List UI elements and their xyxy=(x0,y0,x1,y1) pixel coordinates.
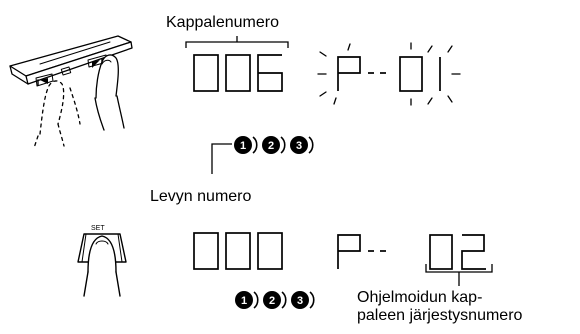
display-row2 xyxy=(193,232,486,270)
track-number-label: Kappalenumero xyxy=(166,14,279,31)
blink-indicator-rays xyxy=(317,42,461,106)
svg-text:2: 2 xyxy=(268,140,274,152)
disc-indicator-row2-1: 1 xyxy=(235,291,259,309)
disc-indicator-row1-3: 3 xyxy=(290,136,314,154)
disc-number-label: Levyn numero xyxy=(150,188,252,205)
digit-row2-0b xyxy=(225,232,251,270)
svg-text:3: 3 xyxy=(297,295,303,307)
digit-row1-6 xyxy=(257,54,283,92)
digit-row2-0a xyxy=(193,232,219,270)
digit-row1-0 xyxy=(193,54,219,92)
digit-row2-0c xyxy=(257,232,283,270)
svg-text:1: 1 xyxy=(240,140,246,152)
disc-number-leader-line xyxy=(211,143,232,174)
center-button-icon xyxy=(60,66,72,76)
svg-text:3: 3 xyxy=(296,140,302,152)
program-order-label-line2: paleen järjestysnumero xyxy=(357,307,523,324)
digit-row1-0 xyxy=(225,54,251,92)
digit-row2-program-0 xyxy=(429,234,453,270)
svg-text:1: 1 xyxy=(241,295,247,307)
program-order-label-line1: Ohjelmoidun kap- xyxy=(357,289,483,306)
previous-skip-icon xyxy=(35,73,54,87)
svg-text:2: 2 xyxy=(269,295,275,307)
disc-indicator-row1-2: 2 xyxy=(262,136,286,154)
preset-button-illustration xyxy=(9,35,133,149)
program-p-row2 xyxy=(337,234,361,269)
track-number-bracket xyxy=(185,36,289,48)
disc-indicator-row2-3: 3 xyxy=(291,291,315,309)
disc-indicators-row1: 1 2 3 xyxy=(234,136,314,154)
display-row1 xyxy=(193,54,441,92)
disc-indicator-row1-1: 1 xyxy=(234,136,258,154)
disc-indicator-row2-2: 2 xyxy=(263,291,287,309)
program-p-row1 xyxy=(337,56,361,91)
digit-row2-program-2 xyxy=(461,234,486,270)
set-button-illustration xyxy=(77,233,127,297)
disc-indicators-row2: 1 2 3 xyxy=(235,291,315,309)
digit-row1-program-0 xyxy=(399,56,423,92)
program-order-bracket xyxy=(425,264,493,286)
set-button-label: SET xyxy=(91,225,105,232)
